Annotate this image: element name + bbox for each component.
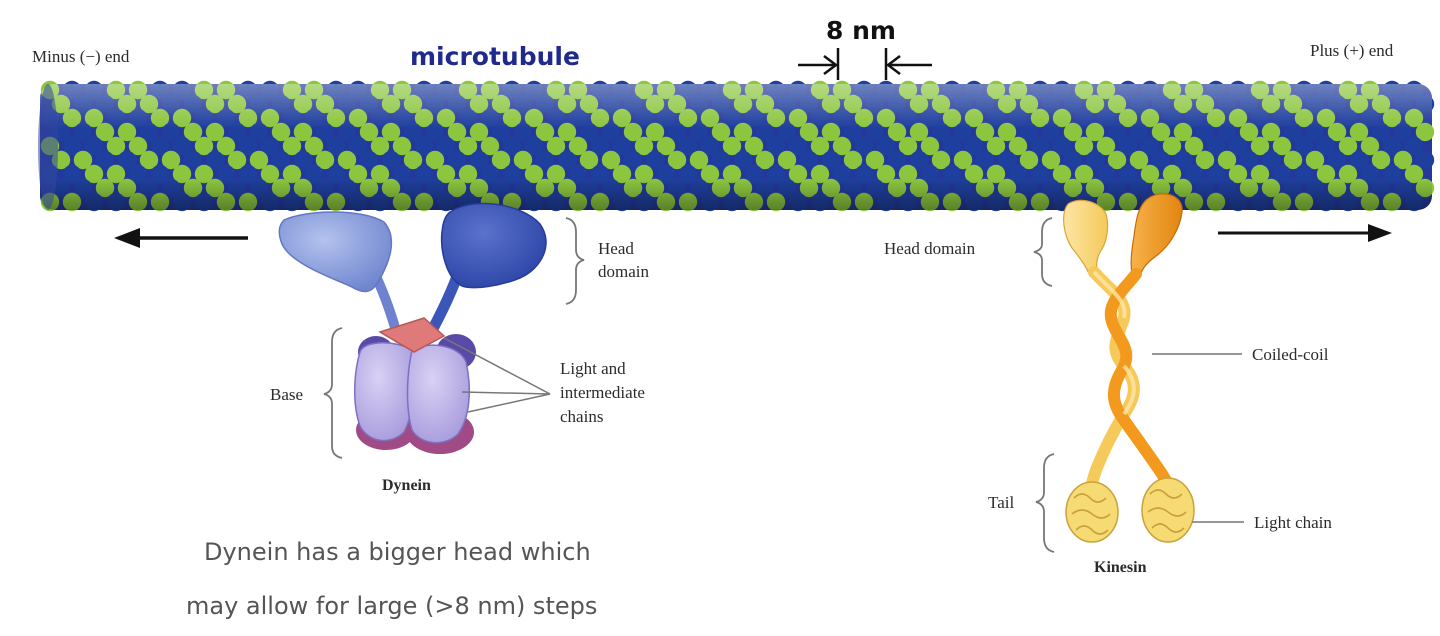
dynein-head-left (279, 212, 391, 292)
microtubule-filament (38, 81, 1434, 211)
light-chains-label-2: intermediate (560, 383, 645, 402)
tail-label: Tail (988, 493, 1014, 512)
note-line-1: Dynein has a bigger head which (204, 538, 591, 566)
microtubule-shading (40, 84, 1432, 210)
note-line-2: may allow for large (>8 nm) steps (186, 592, 597, 620)
dynein-head-domain-label-2: domain (598, 262, 649, 281)
dynein-head-bracket (566, 218, 584, 304)
step-size-markers (798, 48, 932, 80)
dynein-molecule (279, 203, 546, 454)
microtubule-left-end (38, 84, 58, 210)
light-chain-label: Light chain (1254, 513, 1332, 532)
plus-end-label: Plus (+) end (1310, 41, 1394, 60)
step-size-label: 8 nm (826, 16, 896, 45)
kinesin-yellow-head (1064, 200, 1108, 276)
dynein-base-left-lobe (355, 343, 414, 441)
light-chains-label-1: Light and (560, 359, 626, 378)
kinesin-molecule (1064, 194, 1194, 542)
dynein-head-right (442, 203, 546, 287)
dynein-base-label: Base (270, 385, 303, 404)
minus-end-label: Minus (−) end (32, 47, 130, 66)
kinesin-label: Kinesin (1094, 559, 1147, 576)
kinesin-tail-bracket (1036, 454, 1054, 552)
dynein-head-domain-label-1: Head (598, 239, 634, 258)
kinesin-head-bracket (1034, 218, 1052, 286)
plus-direction-arrow (1218, 224, 1392, 242)
dynein-base-right-lobe (408, 345, 470, 443)
dynein-label: Dynein (382, 477, 431, 494)
minus-direction-arrow (114, 228, 248, 248)
light-chains-label-3: chains (560, 407, 603, 426)
kinesin-light-chain-right (1142, 478, 1194, 542)
coiled-coil-label: Coiled-coil (1252, 345, 1329, 364)
dynein-base-bracket (324, 328, 342, 458)
microtubule-label: microtubule (410, 42, 580, 71)
kinesin-head-domain-label: Head domain (884, 239, 976, 258)
kinesin-light-chain-left (1066, 482, 1118, 542)
